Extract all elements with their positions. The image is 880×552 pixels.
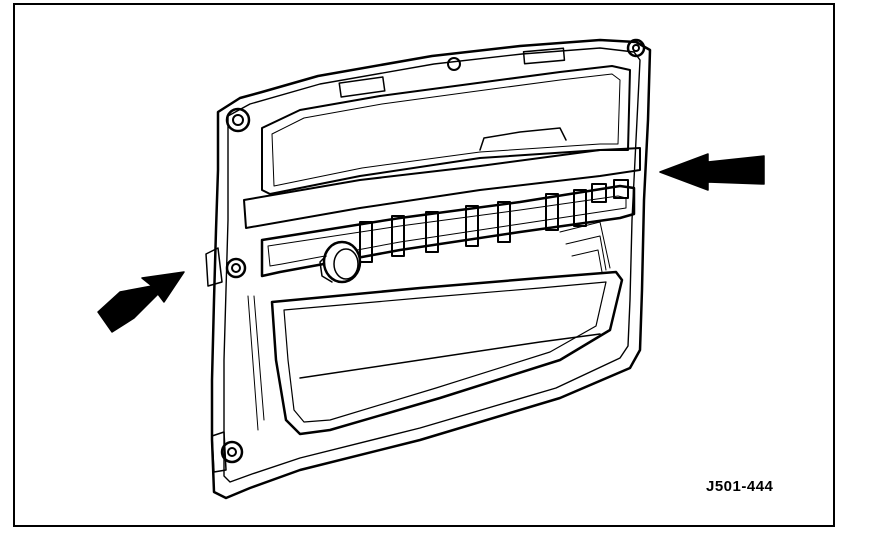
- mounting-bosses: [205, 38, 646, 473]
- arrow-icon-left: [97, 271, 185, 333]
- figure-id-label: J501-444: [706, 478, 774, 495]
- bezel-outer-frame: [210, 38, 652, 500]
- upper-opening: [261, 47, 631, 195]
- arrow-icon-right: [659, 153, 765, 191]
- storage-pocket: [270, 270, 624, 436]
- control-panel: [243, 147, 641, 278]
- knob-icon: [319, 240, 362, 284]
- shading: [247, 221, 611, 431]
